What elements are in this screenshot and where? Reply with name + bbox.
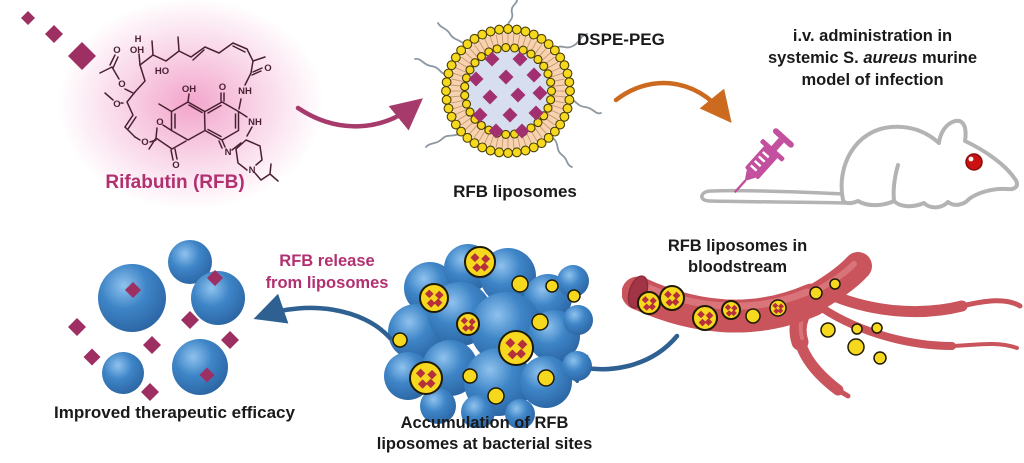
curved-arrow-structure-to-liposome	[295, 98, 423, 131]
released-drug-illustration	[68, 240, 245, 401]
svg-text:O: O	[264, 63, 271, 74]
bloodstream-label: RFB liposomes in bloodstream	[667, 237, 808, 276]
svg-text:O: O	[113, 99, 120, 110]
rfb-release-label: RFB release from liposomes	[265, 252, 389, 292]
curved-arrow-cluster-to-efficacy	[253, 294, 393, 341]
svg-text:N: N	[225, 147, 232, 158]
mouse-hind-leg	[891, 163, 900, 203]
svg-text:O: O	[219, 82, 226, 93]
svg-text:H: H	[135, 34, 142, 45]
chemical-structure-rifabutin: H OH HO OH O O NH NH N N O O O O O O	[99, 34, 279, 182]
bacteria-cluster-illustration	[384, 244, 593, 428]
rifabutin-label: Rifabutin (RFB)	[105, 172, 245, 193]
svg-text:O: O	[141, 137, 148, 148]
liposome-illustration	[414, 0, 602, 168]
svg-text:O: O	[172, 160, 179, 171]
mouse-eye	[965, 153, 983, 171]
svg-text:O: O	[156, 117, 163, 128]
iv-administration-label: i.v. administration in systemic S. aureu…	[767, 27, 978, 89]
svg-text:OH: OH	[182, 84, 196, 95]
rfb-diamond-icon	[21, 11, 96, 70]
rfb-liposomes-label: RFB liposomes	[453, 182, 577, 201]
syringe-icon	[733, 128, 794, 194]
dspe-peg-label: DSPE-PEG	[577, 30, 665, 49]
svg-text:NH: NH	[238, 86, 252, 97]
mouse-illustration	[700, 118, 1019, 210]
mouse-body	[839, 118, 1019, 210]
accumulation-label: Accumulation of RFB liposomes at bacteri…	[376, 414, 593, 453]
blood-vessel-illustration	[622, 252, 1023, 399]
mouse-eye-glint	[968, 156, 974, 162]
svg-text:HO: HO	[155, 66, 169, 77]
peg-chain-icon	[414, 0, 602, 168]
curved-arrow-liposome-to-mouse	[613, 80, 732, 123]
efficacy-label: Improved therapeutic efficacy	[54, 403, 295, 422]
mouse-tail	[700, 188, 847, 205]
pink-glow-background	[58, 0, 324, 210]
svg-text:N: N	[249, 165, 256, 176]
liposomes-in-vessel	[637, 278, 887, 365]
svg-text:O: O	[113, 45, 120, 56]
svg-text:NH: NH	[248, 117, 262, 128]
svg-text:OH: OH	[130, 45, 144, 56]
svg-text:O: O	[118, 79, 125, 90]
s-aureus-italic: aureus	[863, 49, 918, 67]
